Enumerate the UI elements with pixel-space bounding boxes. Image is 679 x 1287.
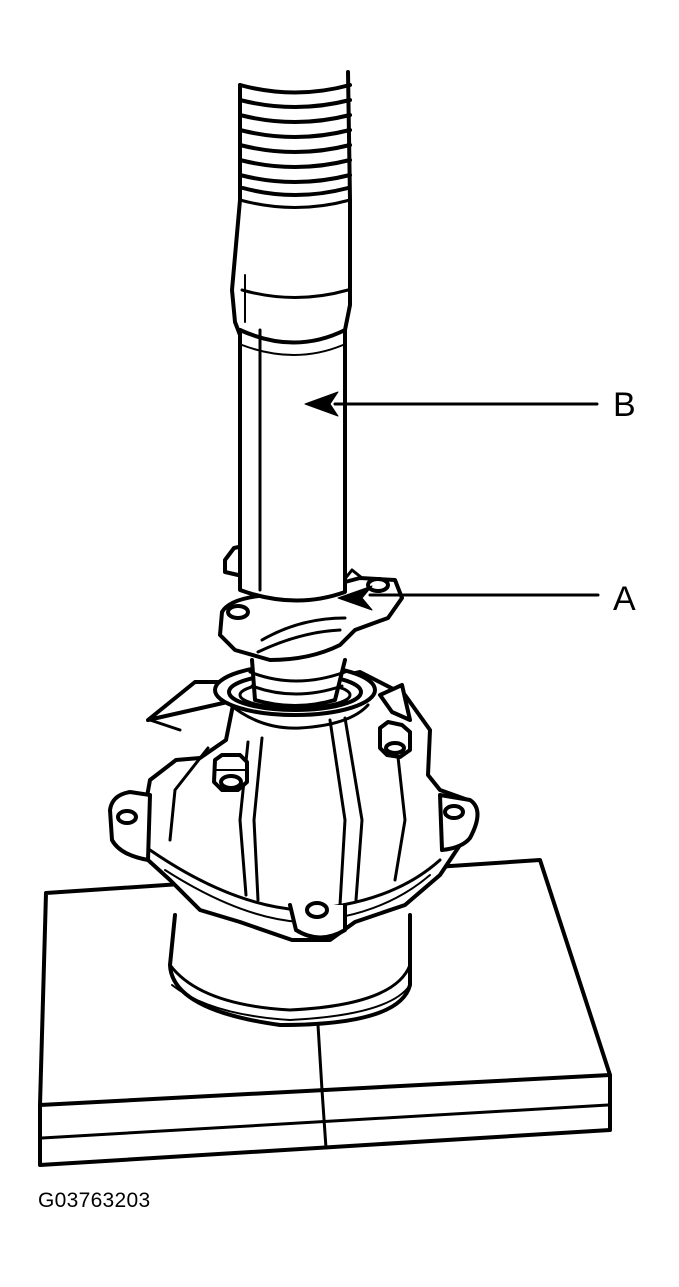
output-shaft: [248, 658, 347, 708]
callout-label-a: A: [613, 580, 636, 618]
installer-tool-part-b: [230, 70, 352, 603]
figure-id: G03763203: [38, 1189, 151, 1212]
tool-threads: [238, 83, 352, 197]
housing-body: [108, 670, 480, 942]
leader-line-a: [337, 585, 600, 611]
leader-line-b: [304, 391, 599, 417]
callout-label-b: B: [613, 386, 636, 424]
housing-lower-drum: [168, 913, 412, 1027]
